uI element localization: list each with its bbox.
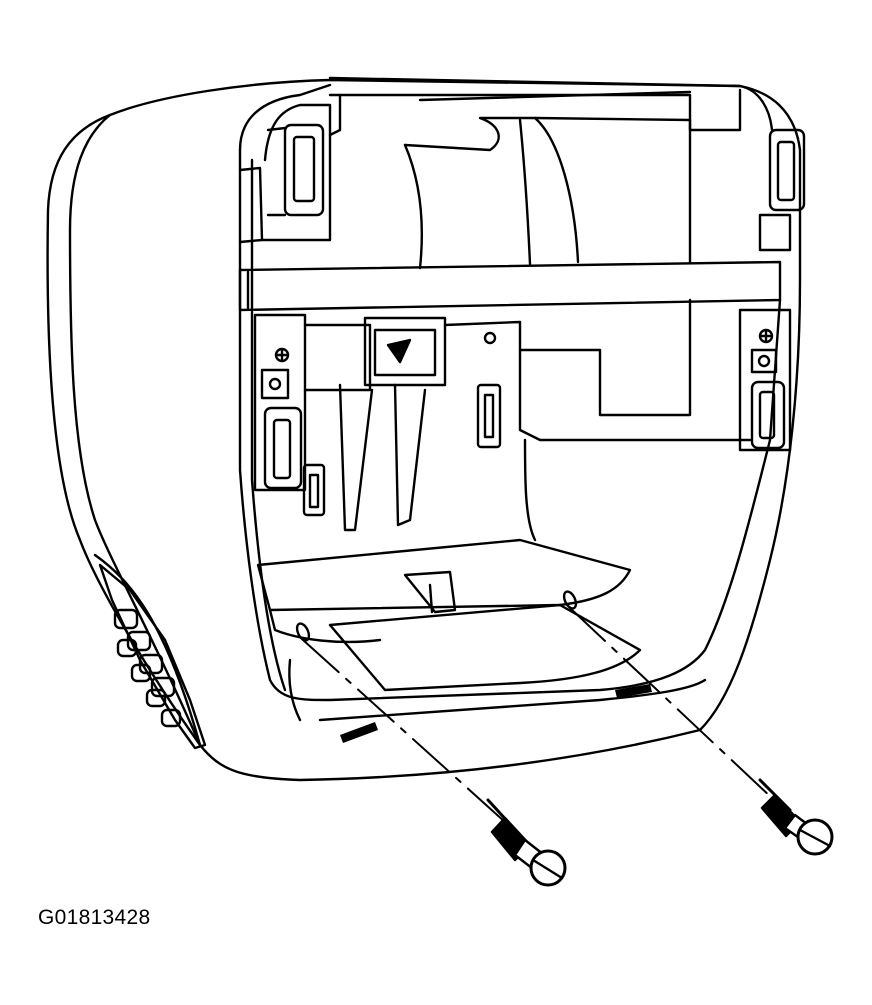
screw-holes: [295, 590, 578, 642]
lip-slots: [340, 684, 652, 743]
center-bracket: [303, 298, 752, 542]
crossbar: [238, 260, 782, 312]
upper-panel: [403, 116, 692, 270]
lower-tray: [256, 538, 707, 722]
left-clip-bracket: [253, 123, 325, 492]
hanging-tabs: [302, 383, 427, 532]
figure-id-label: G01813428: [38, 906, 151, 929]
right-screw: [758, 778, 834, 856]
housing-shell: [46, 76, 802, 782]
alignment-lines: [302, 607, 791, 841]
right-clip-bracket: [738, 128, 806, 452]
speaker-grille: [98, 563, 207, 750]
left-screw: [486, 798, 567, 887]
